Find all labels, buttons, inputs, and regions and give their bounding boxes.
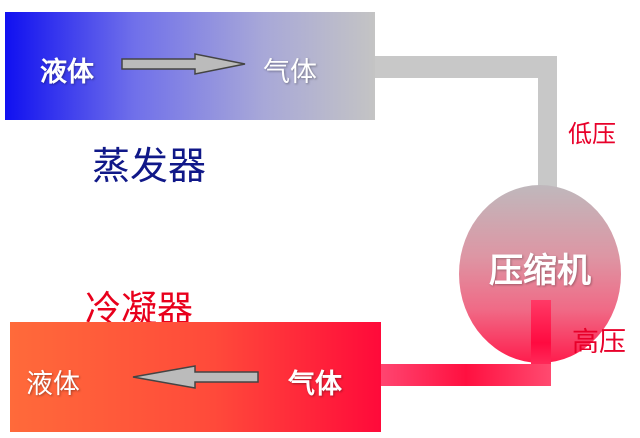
low-pressure-pipe-horizontal (375, 56, 557, 78)
evaporator-gas-label: 气体 (263, 57, 317, 88)
evaporator-liquid-label: 液体 (40, 57, 94, 88)
condenser-box: 液体 气体 (10, 322, 381, 432)
arrow-left-icon (132, 365, 259, 389)
condenser-gas-label: 气体 (288, 369, 342, 400)
condenser-liquid-label: 液体 (26, 369, 80, 400)
evaporator-box: 液体 气体 (5, 12, 375, 120)
compressor-label: 压缩机 (489, 251, 591, 291)
high-pressure-pipe-horizontal (381, 364, 551, 386)
high-pressure-label: 高压 (572, 327, 626, 358)
arrow-right-icon (121, 53, 246, 75)
low-pressure-pipe-vertical (538, 56, 557, 191)
evaporator-title: 蒸发器 (92, 144, 207, 188)
low-pressure-label: 低压 (568, 120, 616, 148)
